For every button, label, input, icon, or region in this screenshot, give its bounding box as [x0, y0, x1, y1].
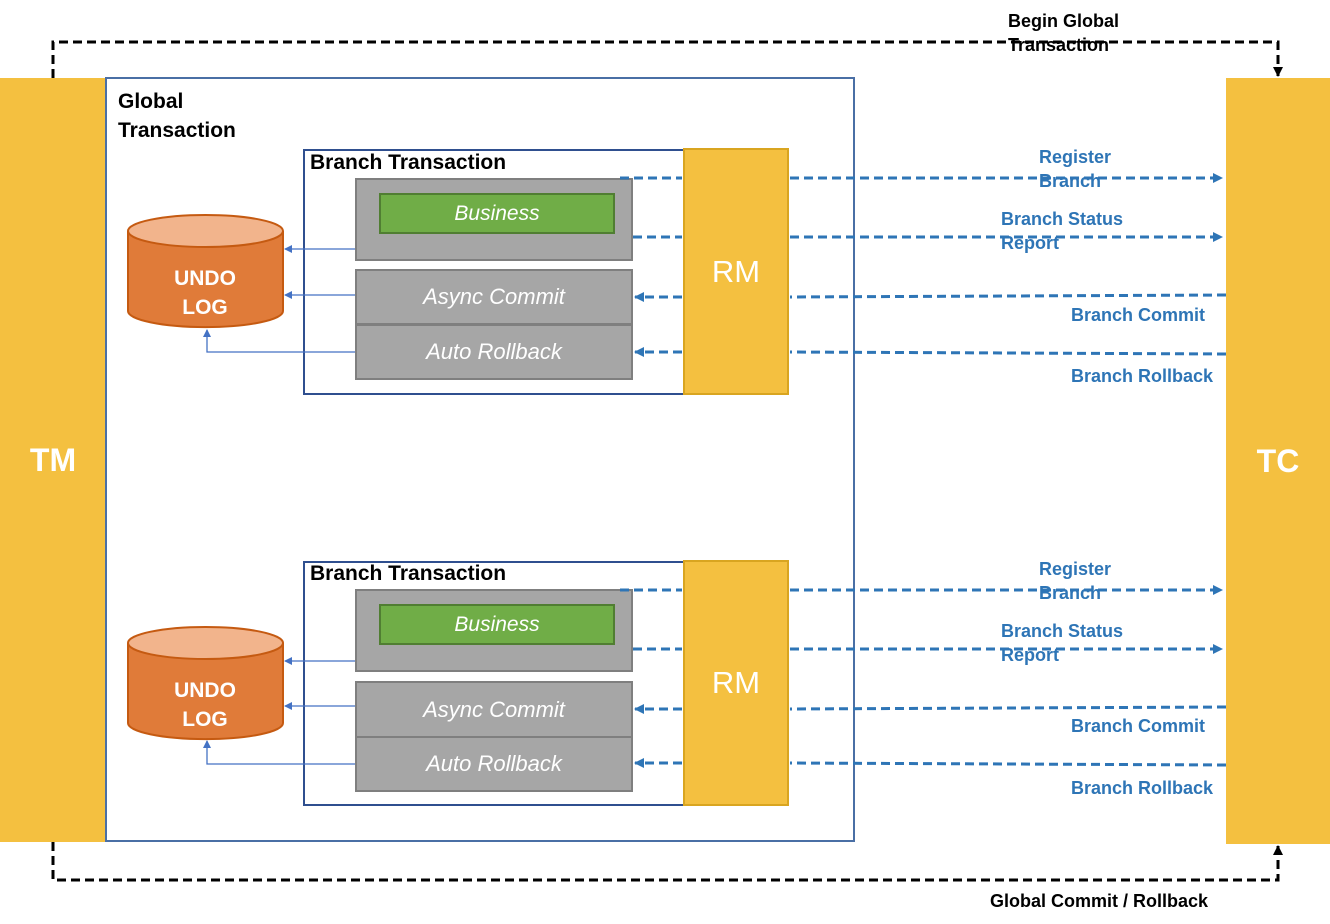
- rm-box: RM: [683, 560, 789, 806]
- branch-transaction-title: Branch Transaction: [310, 562, 507, 585]
- begin-global-line-2: Transaction: [1008, 35, 1110, 55]
- begin-global-line-1: Begin Global: [1008, 11, 1120, 31]
- branch-status-report-line-2: Report: [1001, 645, 1059, 665]
- undo-log-cylinder: [127, 626, 284, 741]
- tc-pillar: TC: [1226, 78, 1330, 844]
- branch-status-report-label: Branch Status Report: [1001, 619, 1123, 667]
- branch-status-report-line-2: Report: [1001, 233, 1059, 253]
- undo-log-label-line-1: UNDO: [174, 679, 236, 702]
- undo-log-label-line-2: LOG: [182, 708, 228, 731]
- register-branch-line-2: Branch: [1039, 171, 1102, 191]
- branch-rollback-label: Branch Rollback: [1071, 778, 1214, 798]
- branch-commit-label: Branch Commit: [1071, 716, 1206, 736]
- branch-status-report-line-1: Branch Status: [1001, 209, 1124, 229]
- undo-log-label-line-1: UNDO: [174, 267, 236, 290]
- register-branch-label: Register Branch: [1039, 145, 1111, 193]
- undo-log-label: UNDO LOG: [127, 264, 283, 322]
- undo-log-label: UNDO LOG: [127, 676, 283, 734]
- global-commit-rollback-label: Global Commit / Rollback: [990, 891, 1209, 911]
- branch-transaction-title: Branch Transaction: [310, 151, 507, 174]
- tm-pillar: TM: [0, 78, 106, 842]
- global-transaction-title-line-1: Global: [118, 90, 184, 113]
- register-branch-label: Register Branch: [1039, 557, 1111, 605]
- branch-commit-label: Branch Commit: [1071, 305, 1206, 325]
- tc-label: TC: [1256, 442, 1300, 479]
- auto-rollback-box: Auto Rollback: [355, 324, 633, 380]
- branch-status-report-line-1: Branch Status: [1001, 621, 1124, 641]
- global-transaction-title: Global Transaction: [118, 87, 236, 145]
- branch-rollback-label: Branch Rollback: [1071, 366, 1214, 386]
- begin-global-transaction-label: Begin Global Transaction: [1008, 9, 1119, 57]
- async-commit-box: Async Commit: [355, 269, 633, 325]
- undo-log-label-line-2: LOG: [182, 296, 228, 319]
- rm-box: RM: [683, 148, 789, 395]
- business-box: Business: [379, 193, 615, 234]
- register-branch-line-2: Branch: [1039, 583, 1102, 603]
- register-branch-line-1: Register: [1039, 147, 1112, 167]
- auto-rollback-box: Auto Rollback: [355, 736, 633, 792]
- tm-label: TM: [29, 441, 77, 478]
- undo-log-cylinder: [127, 214, 284, 329]
- branch-status-report-label: Branch Status Report: [1001, 207, 1123, 255]
- business-box: Business: [379, 604, 615, 645]
- register-branch-line-1: Register: [1039, 559, 1112, 579]
- global-transaction-title-line-2: Transaction: [118, 119, 236, 142]
